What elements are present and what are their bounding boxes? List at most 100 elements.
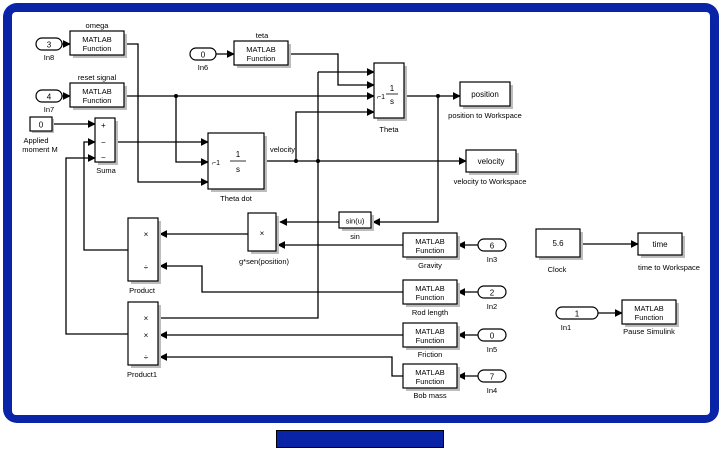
svg-text:In7: In7 xyxy=(44,105,54,114)
svg-text:MATLAB: MATLAB xyxy=(415,284,444,293)
svg-text:Suma: Suma xyxy=(96,166,116,175)
svg-text:Gravity: Gravity xyxy=(418,261,442,270)
sum-block[interactable]: + − − Suma xyxy=(94,117,118,175)
svg-text:MATLAB: MATLAB xyxy=(82,87,111,96)
product-g-sen-position[interactable]: × g*sen(position) xyxy=(239,212,290,266)
svg-text:0: 0 xyxy=(39,121,44,130)
svg-text:MATLAB: MATLAB xyxy=(82,35,111,44)
svg-text:In8: In8 xyxy=(44,53,54,62)
inport-in7[interactable]: 4 In7 xyxy=(35,89,63,114)
svg-text:4: 4 xyxy=(47,93,52,102)
svg-text:×: × xyxy=(144,331,149,340)
svg-text:×: × xyxy=(144,314,149,323)
svg-text:MATLAB: MATLAB xyxy=(634,304,663,313)
svg-text:−: − xyxy=(101,138,106,147)
fcn-rod-length[interactable]: MATLAB Function Rod length xyxy=(402,279,460,317)
svg-text:reset signal: reset signal xyxy=(78,73,117,82)
wire-product-sum xyxy=(83,138,128,251)
inport-in6[interactable]: 0 In6 xyxy=(189,47,217,72)
svg-text:Rod length: Rod length xyxy=(412,308,448,317)
wire-velocity-product1 xyxy=(160,161,319,319)
svg-text:Theta dot: Theta dot xyxy=(220,194,253,203)
svg-text:In2: In2 xyxy=(487,302,497,311)
wire-product1-sum xyxy=(65,154,128,335)
svg-text:time: time xyxy=(652,240,668,249)
status-bar xyxy=(276,430,444,448)
clock-block[interactable]: 5.6 Clock xyxy=(535,228,583,274)
integrator-theta[interactable]: 1 s ⌐1 Theta xyxy=(373,62,407,134)
svg-text:÷: ÷ xyxy=(144,263,149,272)
fcn-omega[interactable]: omega MATLAB Function xyxy=(69,21,127,58)
wire-velocity-theta xyxy=(295,108,375,161)
wire-bobmass-product1 xyxy=(159,353,403,377)
to-workspace-time[interactable]: time time to Workspace xyxy=(637,232,700,272)
to-workspace-velocity[interactable]: velocity velocity to Workspace xyxy=(454,149,527,186)
svg-text:sin(u): sin(u) xyxy=(346,217,365,226)
inport-in3[interactable]: 6 In3 xyxy=(477,238,507,264)
svg-text:7: 7 xyxy=(490,373,495,382)
signal-wires xyxy=(52,40,639,380)
fcn-gravity[interactable]: MATLAB Function Gravity xyxy=(402,232,460,270)
svg-text:⌐1: ⌐1 xyxy=(377,94,385,101)
product-block[interactable]: × ÷ Product xyxy=(127,217,161,295)
svg-text:Pause Simulink: Pause Simulink xyxy=(623,327,675,336)
svg-text:0: 0 xyxy=(201,51,206,60)
constant-applied-moment[interactable]: 0 Applied moment M xyxy=(22,116,58,154)
svg-text:1: 1 xyxy=(390,84,395,93)
svg-text:In4: In4 xyxy=(487,386,497,395)
svg-text:2: 2 xyxy=(490,289,495,298)
svg-text:s: s xyxy=(390,97,394,106)
fcn-teta[interactable]: teta MATLAB Function xyxy=(233,31,291,68)
inport-in4[interactable]: 7 In4 xyxy=(477,369,507,395)
svg-text:velocity to Workspace: velocity to Workspace xyxy=(454,177,527,186)
inport-in1[interactable]: 1 In1 xyxy=(555,306,599,332)
sin-block[interactable]: sin(u) sin xyxy=(338,211,374,241)
svg-text:1: 1 xyxy=(575,310,580,319)
fcn-friction[interactable]: MATLAB Function Friction xyxy=(402,322,460,359)
svg-text:3: 3 xyxy=(47,41,52,50)
svg-text:Applied: Applied xyxy=(23,136,48,145)
fcn-reset-signal[interactable]: reset signal MATLAB Function xyxy=(69,73,127,110)
svg-text:Function: Function xyxy=(416,246,445,255)
wire-position-sin xyxy=(372,96,439,226)
svg-text:In1: In1 xyxy=(561,323,571,332)
svg-text:1: 1 xyxy=(236,150,241,159)
svg-text:position to Workspace: position to Workspace xyxy=(448,111,522,120)
svg-text:⌐1: ⌐1 xyxy=(212,160,220,167)
inport-in2[interactable]: 2 In2 xyxy=(477,285,507,311)
wire-reset-thetadot xyxy=(175,96,209,166)
fcn-bob-mass[interactable]: MATLAB Function Bob mass xyxy=(402,363,460,400)
svg-text:position: position xyxy=(471,90,499,99)
wire-junctions xyxy=(174,94,440,163)
product1-block[interactable]: × × ÷ Product1 xyxy=(127,301,161,379)
svg-text:In3: In3 xyxy=(487,255,497,264)
svg-text:Function: Function xyxy=(416,336,445,345)
svg-text:sin: sin xyxy=(350,232,360,241)
svg-text:Function: Function xyxy=(83,96,112,105)
wire-rod-product xyxy=(159,262,403,293)
svg-text:MATLAB: MATLAB xyxy=(415,237,444,246)
svg-text:5.6: 5.6 xyxy=(552,239,564,248)
svg-text:Friction: Friction xyxy=(418,350,443,359)
svg-text:Bob mass: Bob mass xyxy=(413,391,447,400)
svg-text:Theta: Theta xyxy=(379,125,399,134)
svg-text:Function: Function xyxy=(247,54,276,63)
svg-text:moment M: moment M xyxy=(22,145,57,154)
svg-text:teta: teta xyxy=(256,31,269,40)
inport-in5[interactable]: 0 In5 xyxy=(477,328,507,354)
svg-text:MATLAB: MATLAB xyxy=(415,327,444,336)
wire-teta-theta xyxy=(290,53,375,89)
svg-text:Function: Function xyxy=(416,377,445,386)
svg-text:÷: ÷ xyxy=(144,353,149,362)
signal-label-velocity: velocity xyxy=(270,145,295,154)
fcn-pause-simulink[interactable]: MATLAB Function Pause Simulink xyxy=(621,299,679,336)
svg-text:+: + xyxy=(101,121,106,130)
svg-text:Product1: Product1 xyxy=(127,370,157,379)
svg-text:×: × xyxy=(144,230,149,239)
integrator-theta-dot[interactable]: 1 s ⌐1 Theta dot xyxy=(207,132,267,203)
inport-in8[interactable]: 3 In8 xyxy=(35,37,63,62)
svg-text:6: 6 xyxy=(490,242,495,251)
svg-text:s: s xyxy=(236,165,240,174)
to-workspace-position[interactable]: position position to Workspace xyxy=(448,81,522,120)
